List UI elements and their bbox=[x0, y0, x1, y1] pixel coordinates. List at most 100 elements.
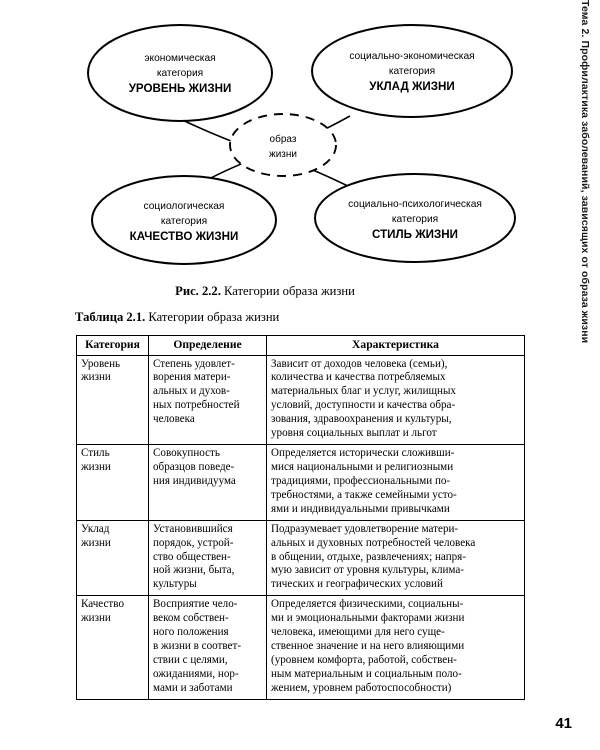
cell-line: жением, уровнем работоспособности) bbox=[271, 681, 452, 694]
cell-line: зования, здравоохранения и культуры, bbox=[271, 413, 452, 426]
lifestyle-categories-table: Категория Определение Характеристика Уро… bbox=[76, 335, 525, 700]
cell-characteristic: Определяется исторически сложивши-мися н… bbox=[266, 444, 525, 521]
cell-line: мами и заботами bbox=[153, 681, 233, 694]
uklad-zhizni-ellipse bbox=[311, 24, 513, 118]
cell-line: традициями, профессиональными по- bbox=[271, 474, 451, 487]
cell-line: ями и индивидуальными привычками bbox=[271, 502, 450, 515]
cell-line: мую зависит от уровня культуры, клима- bbox=[271, 564, 464, 577]
stil-zhizni-ellipse bbox=[314, 173, 516, 263]
obraz-zhizni-line2: жизни bbox=[269, 149, 297, 160]
cell-line: ным материальным и социальным поло- bbox=[271, 667, 462, 680]
cell-line: ния индивидуума bbox=[153, 474, 236, 487]
uroven-zhizni-line2: категория bbox=[157, 68, 203, 79]
cell-line: Степень удовлет- bbox=[153, 357, 235, 370]
cell-line: человека bbox=[153, 413, 195, 426]
running-head-text: Тема 2. Профилактика заболеваний, завися… bbox=[579, 0, 591, 344]
uroven-zhizni-line3: УРОВЕНЬ ЖИЗНИ bbox=[129, 82, 232, 95]
cell-line: Уклад bbox=[81, 522, 110, 535]
uklad-zhizni-line1: социально-экономическая bbox=[349, 51, 474, 62]
cell-line: ственное значение и на него влияющими bbox=[271, 640, 465, 653]
node-uklad-zhizni: социально-экономическая категория УКЛАД … bbox=[311, 24, 513, 118]
uroven-zhizni-ellipse bbox=[87, 24, 273, 122]
cell-characteristic: Определяется физическими, социальны-ми и… bbox=[266, 595, 525, 700]
cell-line: Зависит от доходов человека (семьи), bbox=[271, 357, 448, 370]
cell-line: образцов поведе- bbox=[153, 461, 235, 473]
uroven-zhizni-line1: экономическая bbox=[144, 53, 215, 64]
lifestyle-diagram: образ жизни экономическая категория УРОВ… bbox=[87, 24, 516, 265]
cell-characteristic: Зависит от доходов человека (семьи),коли… bbox=[266, 354, 525, 446]
node-uroven-zhizni: экономическая категория УРОВЕНЬ ЖИЗНИ bbox=[87, 24, 273, 122]
cell-line: культуры bbox=[153, 578, 197, 591]
cell-line: альных и духовных потребностей человека bbox=[271, 536, 476, 549]
cell-line: человека, имеющими для него суще- bbox=[271, 626, 445, 639]
cell-line: требностями, а также семейными усто- bbox=[271, 488, 457, 501]
cell-line: ство обществен- bbox=[153, 550, 231, 563]
cell-line: тических и географических условий bbox=[271, 578, 443, 591]
obraz-zhizni-line1: образ bbox=[270, 133, 297, 145]
cell-line: жизни bbox=[81, 371, 111, 384]
table-caption-label: Таблица 2.1. bbox=[75, 310, 146, 324]
kachestvo-zhizni-line1: социологическая bbox=[144, 201, 225, 212]
cell-line: ми и эмоциональными факторами жизни bbox=[271, 612, 465, 625]
cell-line: в жизни в соответ- bbox=[153, 640, 242, 653]
column-header-category: Категория bbox=[76, 335, 149, 356]
table-header: Категория Определение Характеристика bbox=[76, 335, 525, 356]
cell-line: Определяется физическими, социальны- bbox=[271, 598, 464, 611]
table-header-row: Категория Определение Характеристика bbox=[76, 335, 525, 356]
cell-line: условий, доступности и качества обра- bbox=[271, 399, 456, 412]
figure-caption: Рис. 2.2. Категории образа жизни bbox=[0, 284, 530, 299]
cell-line: Установившийся bbox=[153, 522, 233, 535]
cell-line: ствии с целями, bbox=[153, 653, 228, 666]
table-caption-text: Категории образа жизни bbox=[145, 310, 280, 324]
cell-line: Качество bbox=[81, 598, 124, 611]
cell-line: мися национальными и религиозными bbox=[271, 461, 454, 473]
cell-line: жизни bbox=[81, 536, 111, 549]
cell-line: ожиданиями, нор- bbox=[153, 667, 239, 680]
column-header-definition: Определение bbox=[148, 335, 267, 356]
cell-line: альных и духов- bbox=[153, 385, 230, 398]
page-number: 41 bbox=[555, 715, 572, 732]
figure-caption-label: Рис. 2.2. bbox=[175, 284, 221, 298]
kachestvo-zhizni-line3: КАЧЕСТВО ЖИЗНИ bbox=[130, 230, 239, 243]
cell-line: Подразумевает удовлетворение матери- bbox=[271, 522, 459, 535]
uklad-zhizni-line3: УКЛАД ЖИЗНИ bbox=[369, 80, 455, 93]
cell-line: жизни bbox=[81, 461, 111, 473]
cell-line: ных потребностей bbox=[153, 399, 240, 412]
cell-line: Определяется исторически сложивши- bbox=[271, 447, 455, 460]
cell-line: материальных благ и услуг, жилищных bbox=[271, 385, 456, 398]
stil-zhizni-line3: СТИЛЬ ЖИЗНИ bbox=[372, 228, 458, 241]
kachestvo-zhizni-ellipse bbox=[91, 175, 277, 265]
cell-line: порядок, устрой- bbox=[153, 536, 234, 549]
node-stil-zhizni: социально-психологическая категория СТИЛ… bbox=[314, 173, 516, 263]
stil-zhizni-line1: социально-психологическая bbox=[348, 199, 482, 210]
cell-line: уровня социальных выплат и льгот bbox=[271, 427, 437, 440]
cell-line: Стиль bbox=[81, 447, 110, 460]
cell-line: ной жизни, быта, bbox=[153, 564, 235, 577]
obraz-zhizni-ellipse bbox=[229, 113, 337, 177]
cell-definition: Степень удовлет-ворения матери-альных и … bbox=[148, 354, 267, 446]
uklad-zhizni-line2: категория bbox=[389, 66, 435, 77]
column-header-characteristic: Характеристика bbox=[266, 335, 525, 356]
cell-line: в общении, отдыхе, развлечениях; напря- bbox=[271, 550, 466, 563]
running-head: Тема 2. Профилактика заболеваний, завися… bbox=[572, 0, 598, 343]
figure-caption-text: Категории образа жизни bbox=[220, 284, 355, 298]
cell-line: Уровень bbox=[81, 357, 121, 370]
cell-line: ворения матери- bbox=[153, 371, 231, 384]
kachestvo-zhizni-line2: категория bbox=[161, 216, 207, 227]
node-obraz-zhizni: образ жизни bbox=[229, 113, 337, 177]
cell-line: Совокупность bbox=[153, 447, 220, 460]
cell-line: количества и качества потребляемых bbox=[271, 371, 446, 384]
cell-line: (уровнем комфорта, работой, собствен- bbox=[271, 653, 457, 666]
cell-line: веком собствен- bbox=[153, 612, 229, 625]
